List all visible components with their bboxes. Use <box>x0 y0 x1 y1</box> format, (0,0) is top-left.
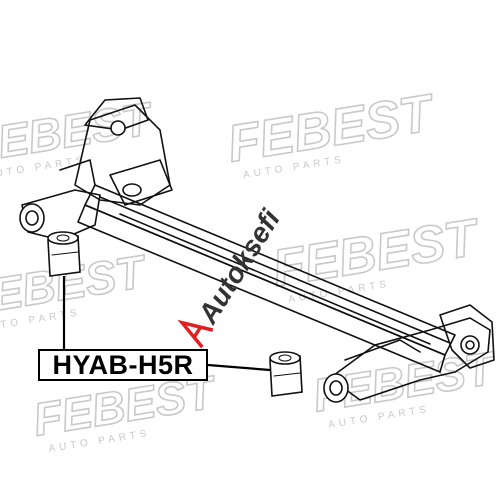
left-hub-bracket <box>74 104 171 206</box>
torsion-beam-side <box>77 204 446 373</box>
bushing-left-hole <box>56 234 70 242</box>
left-arm-bush-hole <box>25 210 39 226</box>
left-hub-bolt <box>110 120 126 136</box>
rear-axle-beam <box>19 97 495 403</box>
right-arm-detail <box>344 339 421 361</box>
left-arm-detail <box>59 159 96 186</box>
torsion-beam-edge <box>119 213 431 345</box>
right-hub-bracket <box>439 304 495 369</box>
overlay-logo: Autoksefi <box>177 203 287 349</box>
overlay-logo-accent <box>177 319 214 349</box>
part-number-label: HYAB-H5R <box>38 349 208 381</box>
bushing-right <box>269 351 303 397</box>
bushing-left-groove <box>51 251 79 256</box>
torsion-beam-edge <box>99 196 451 344</box>
bushing-right-hole <box>278 354 292 362</box>
right-trailing-arm <box>329 317 491 401</box>
left-spring-seat-hole <box>122 183 142 197</box>
bushing-left-top <box>47 231 79 245</box>
right-hub-bolt-center <box>465 340 475 350</box>
leader-line-right <box>207 363 271 372</box>
right-hub-bolt <box>460 335 480 355</box>
bushing-right-top <box>269 351 301 365</box>
left-arm-bush-housing <box>19 203 45 233</box>
bushing-left <box>47 231 81 277</box>
right-arm-bush-hole <box>329 380 343 396</box>
left-spring-seat <box>109 159 173 206</box>
right-arm-bush-housing <box>323 373 349 403</box>
bushing-right-groove <box>273 372 301 377</box>
